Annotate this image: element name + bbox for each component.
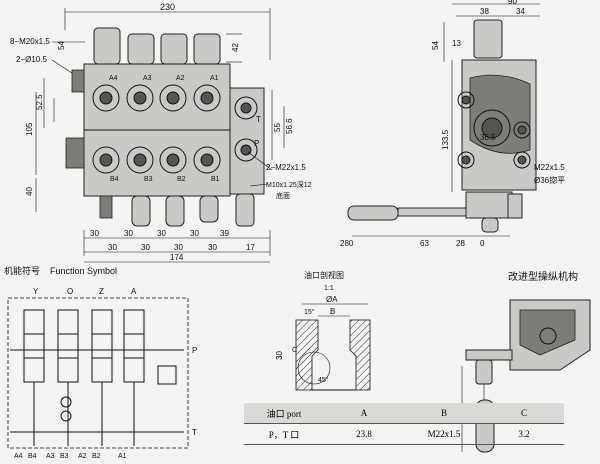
symbol-label-b4: B4 [28,453,37,460]
port-table-head-b: B [404,403,484,424]
port-section-c: C [292,347,297,354]
table-row: P，T 口 23.8 M22x1.5 3.2 [244,423,564,445]
dim-40: 40 [25,187,34,196]
handle-lever [347,191,523,233]
port-section-scale: 1:1 [324,285,334,292]
callout-m22: 2−M22x1.5 [266,163,306,172]
side-dim-28: 28 [456,239,465,248]
dim-90: 90 [508,0,517,6]
spool-z: Z [99,287,104,296]
spool-a: A [131,287,137,296]
port-t: T [256,115,261,124]
side-dim-280: 280 [340,239,354,248]
dim-34: 34 [516,7,525,16]
dim-bottom-row2-5: 17 [246,243,255,252]
dim-230: 230 [160,2,175,12]
symbol-label-a3: A3 [46,453,55,460]
port-a4: A4 [109,75,118,82]
port-table-head-port: 油口 port [244,403,324,424]
thread-callout: 8−M20x1.5 [10,37,50,46]
port-table-head-c: C [484,403,564,424]
dim-bottom-row2-2: 30 [141,243,150,252]
port-b2: B2 [177,176,186,183]
ports-upper [92,84,258,120]
dim-38: 38 [480,7,489,16]
port-table-cell: M22x1.5 [404,423,484,445]
symbol-port-t: T [192,428,197,437]
dim-bottom-2: 30 [124,229,133,238]
port-table-cell: 3.2 [484,423,564,445]
dim-55: 55 [273,123,282,132]
port-p: P [254,139,259,148]
port-b1: B1 [211,176,220,183]
spool-ends [99,193,255,227]
dim-bottom-row2-1: 30 [108,243,117,252]
port-b3: B3 [144,176,153,183]
function-title-en: Function Symbol [50,266,117,276]
port-section-dia: ØA [326,295,338,304]
dim-54-front: 54 [57,41,66,50]
ports-lower [92,138,258,174]
dim-13: 13 [452,39,461,48]
dim-36-5: 36.5 [480,133,496,142]
dim-bottom-5: 39 [220,229,229,238]
spool-o: O [67,287,73,296]
symbol-label-b2: B2 [92,453,101,460]
port-table-header: 油口 port A B C [244,403,564,424]
port-section: 油口剖视图 1:1 ØA 15° B 30 C 45° [275,270,371,391]
side-dim-63: 63 [420,239,429,248]
symbol-port-p: P [192,346,197,355]
dim-bottom-1: 30 [90,229,99,238]
port-table-cell: P，T 口 [244,423,324,445]
callout-bottom: 底面 [276,191,290,200]
port-section-b: B [330,307,335,316]
spool-y: Y [33,287,39,296]
dim-56-6: 56.6 [285,118,294,134]
front-view: 230 8−M20x1.5 2−Ø10.5 54 42 [10,2,312,263]
port-section-30: 30 [275,351,284,360]
dim-105: 105 [25,122,34,136]
symbol-label-a4: A4 [14,453,23,460]
side-callout-spotface: Ø36锪平 [534,175,565,185]
port-a2: A2 [176,75,185,82]
dim-42: 42 [231,43,240,52]
dim-54-side: 54 [431,41,440,50]
port-table-cell: 23.8 [324,423,404,445]
side-callout-m22: M22x1.5 [534,163,565,172]
port-table: 油口 port A B C P，T 口 23.8 M22x1.5 3.2 [244,403,564,445]
symbol-label-a1: A1 [118,453,127,460]
side-cap [473,19,503,59]
port-table-head-a: A [324,403,404,424]
dim-bottom-row2-3: 30 [174,243,183,252]
callout-m10: M10x1.25深12 [266,180,312,189]
symbol-label-a2: A2 [78,453,87,460]
improved-handle-title: 改进型操纵机构 [508,270,578,283]
port-a3: A3 [143,75,152,82]
dim-52-5: 52.5 [35,94,44,110]
dim-bottom-row2-4: 30 [208,243,217,252]
side-dim-0: 0 [480,239,485,248]
dim-bottom-4: 30 [190,229,199,238]
dim-133-5: 133.5 [441,129,450,150]
function-title-cn: 机能符号 [4,265,40,276]
port-b4: B4 [110,176,119,183]
hole-callout: 2−Ø10.5 [16,55,47,64]
symbol-label-b3: B3 [60,453,69,460]
function-symbol: 机能符号 Function Symbol Y O Z A P T A4 B4 A… [4,265,197,460]
actuator-caps [93,27,221,65]
port-a1: A1 [210,75,219,82]
port-section-title: 油口剖视图 [304,270,344,280]
spool-valves [23,309,177,385]
side-view: 90 38 34 54 13 133.5 36.5 M22x1.5 Ø36锪平 … [340,0,565,248]
port-section-angle-top: 15° [304,308,315,316]
port-section-angle-bottom: 45° [318,376,329,384]
dim-174: 174 [170,253,184,262]
dim-bottom-3: 30 [157,229,166,238]
